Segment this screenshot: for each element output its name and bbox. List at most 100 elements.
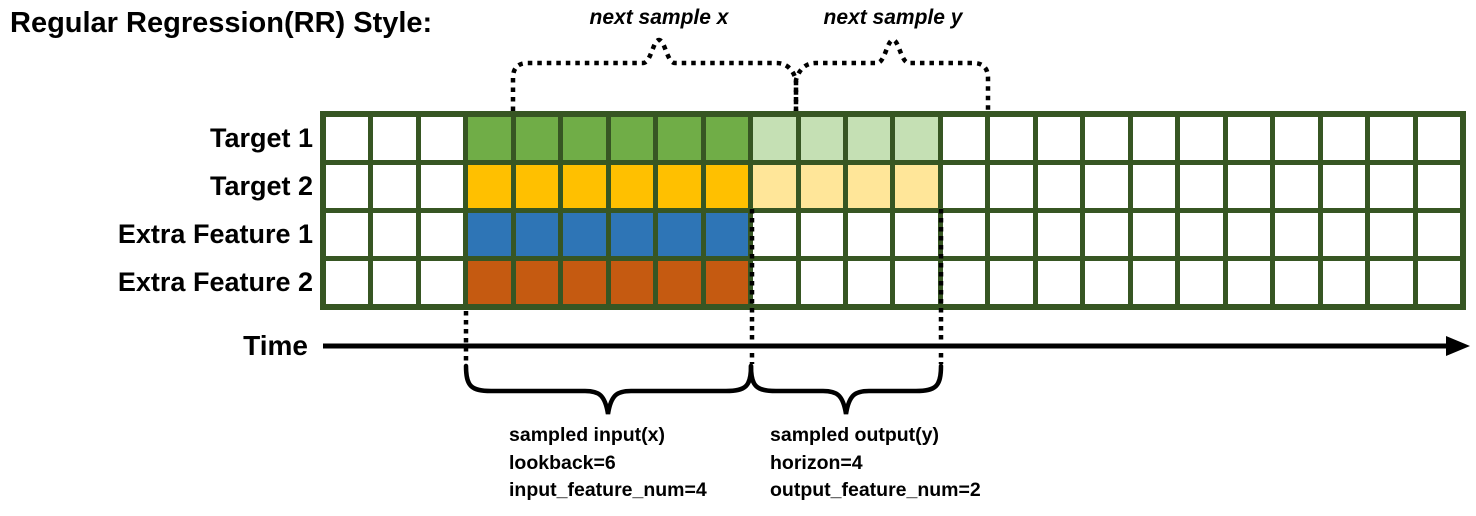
grid-cell <box>990 213 1033 256</box>
diagram-title: Regular Regression(RR) Style: <box>10 7 433 39</box>
grid-cell <box>1085 165 1128 208</box>
grid-cell <box>1180 213 1223 256</box>
grid-cell <box>1180 261 1223 304</box>
row-label-extra-feature-2: Extra Feature 2 <box>117 267 313 297</box>
grid-cell <box>610 117 654 160</box>
grid-cell <box>1370 213 1413 256</box>
grid-cell <box>563 165 606 208</box>
grid-cell <box>420 213 464 256</box>
grid-cell <box>942 165 986 208</box>
input-feature-num-line: input_feature_num=4 <box>509 479 707 501</box>
sample-grid <box>320 111 1466 310</box>
grid-cell <box>373 213 416 256</box>
grid-cell <box>753 117 796 160</box>
grid-cell <box>610 213 654 256</box>
time-axis-arrowhead-icon <box>1446 336 1470 356</box>
sampled-input-line: sampled input(x) <box>509 424 666 446</box>
horizon-line: horizon=4 <box>770 451 863 474</box>
grid-cell <box>990 165 1033 208</box>
grid-cell <box>800 165 844 208</box>
grid-cell <box>1132 117 1176 160</box>
grid-cell <box>753 213 796 256</box>
grid-cell <box>1132 165 1176 208</box>
grid-cell <box>1275 213 1318 256</box>
grid-cell <box>705 213 749 256</box>
grid-cell <box>895 261 938 304</box>
grid-cell <box>468 165 511 208</box>
grid-cell <box>420 165 464 208</box>
next-sample-x-brace <box>510 37 799 111</box>
grid-cell <box>1180 117 1223 160</box>
grid-cell <box>705 261 749 304</box>
grid-cell <box>1417 117 1460 160</box>
grid-cell <box>800 213 844 256</box>
grid-cell <box>1085 213 1128 256</box>
sampled-output-annotation: sampled output(y) horizon=4 output_featu… <box>770 422 981 505</box>
grid-cell <box>658 165 701 208</box>
grid-cell <box>563 117 606 160</box>
sampled-output-brace <box>748 363 944 415</box>
grid-cell <box>1227 117 1271 160</box>
grid-cell <box>1417 213 1460 256</box>
grid-cell <box>373 165 416 208</box>
grid-cell <box>468 261 511 304</box>
grid-cell <box>990 117 1033 160</box>
output-feature-num-line: output_feature_num=2 <box>770 479 981 501</box>
row-label-target-2: Target 2 <box>209 171 313 201</box>
grid-cell <box>800 261 844 304</box>
grid-cell <box>1417 165 1460 208</box>
grid-cell <box>1370 117 1413 160</box>
grid-cell <box>848 213 891 256</box>
grid-cell <box>1085 261 1128 304</box>
grid-cell <box>1085 117 1128 160</box>
grid-cell <box>1370 165 1413 208</box>
grid-cell <box>1227 261 1271 304</box>
grid-cell <box>848 117 891 160</box>
row-label-extra-feature-1: Extra Feature 1 <box>117 219 313 249</box>
grid-cell <box>326 213 369 256</box>
grid-cell <box>658 213 701 256</box>
grid-cell <box>1227 165 1271 208</box>
sampled-output-line: sampled output(y) <box>770 424 939 446</box>
grid-cell <box>1180 165 1223 208</box>
grid-cell <box>705 165 749 208</box>
grid-cell <box>515 213 559 256</box>
grid-cell <box>848 261 891 304</box>
grid-cell <box>1370 261 1413 304</box>
grid-cell <box>468 117 511 160</box>
grid-cell <box>610 261 654 304</box>
grid-cell <box>1275 165 1318 208</box>
grid-cell <box>848 165 891 208</box>
grid-cell <box>515 261 559 304</box>
grid-cell <box>1227 213 1271 256</box>
grid-cell <box>1275 117 1318 160</box>
grid-cell <box>705 117 749 160</box>
grid-cell <box>373 117 416 160</box>
grid-cell <box>1037 117 1081 160</box>
grid-cell <box>895 165 938 208</box>
grid-cell <box>753 261 796 304</box>
grid-cell <box>1037 165 1081 208</box>
grid-cell <box>895 117 938 160</box>
grid-cell <box>1322 165 1366 208</box>
next-sample-x-label: next sample x <box>589 6 729 29</box>
grid-cell <box>515 165 559 208</box>
grid-cell <box>610 165 654 208</box>
grid-cell <box>326 117 369 160</box>
grid-cell <box>563 213 606 256</box>
grid-cell <box>420 117 464 160</box>
grid-cell <box>373 261 416 304</box>
grid-cell <box>753 165 796 208</box>
grid-cell <box>942 117 986 160</box>
grid-cell <box>990 261 1033 304</box>
grid-cell <box>1037 213 1081 256</box>
grid-cell <box>1037 261 1081 304</box>
sampled-input-annotation: sampled input(x) lookback=6 input_featur… <box>509 422 707 505</box>
grid-cell <box>1322 213 1366 256</box>
next-sample-y-label: next sample y <box>823 6 963 29</box>
sampled-input-brace <box>463 363 754 415</box>
grid-cell <box>468 213 511 256</box>
grid-cell <box>1322 261 1366 304</box>
grid-cell <box>895 213 938 256</box>
